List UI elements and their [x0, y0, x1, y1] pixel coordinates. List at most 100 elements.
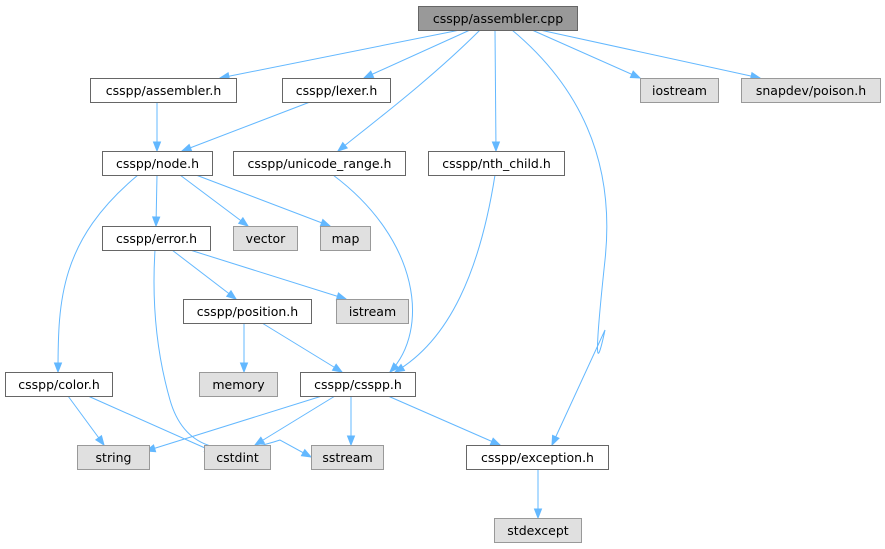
node-label: csspp/error.h [116, 231, 197, 246]
node-box [428, 151, 565, 176]
node-label: istream [349, 304, 396, 319]
node-sstream[interactable]: sstream [311, 445, 384, 470]
edge-position-h-to-csspp-h [261, 322, 343, 373]
edge-position-h-to-csspp-h-arrowhead [331, 363, 344, 373]
edge-error-h-to-position-h [171, 249, 237, 300]
node-box [77, 445, 150, 470]
node-error-h[interactable]: csspp/error.h [102, 226, 211, 251]
edge-lexer-h-to-node-h [181, 101, 311, 152]
node-label: csspp/assembler.h [106, 83, 222, 98]
node-box [741, 78, 881, 103]
node-label: snapdev/poison.h [756, 83, 866, 98]
edge-error-h-to-position-h-arrowhead [225, 289, 238, 300]
node-box [300, 372, 416, 397]
node-label: csspp/color.h [18, 377, 100, 392]
node-exception-h[interactable]: csspp/exception.h [466, 445, 609, 470]
edge-nth-child-h-to-csspp-h [394, 174, 496, 373]
edge-node-h-to-error-h-arrowhead [151, 216, 161, 228]
node-label: csspp/unicode_range.h [248, 156, 392, 171]
node-box [336, 299, 409, 324]
edge-assembler-cpp-to-nth-child-h [494, 29, 497, 152]
edge-assembler-cpp-to-exception-h [511, 29, 608, 446]
node-box [466, 445, 609, 470]
edge-exception-h-to-stdexcept-arrowhead [533, 508, 543, 520]
node-label: csspp/nth_child.h [442, 156, 551, 171]
node-label: iostream [652, 83, 707, 98]
node-nth-child-h[interactable]: csspp/nth_child.h [428, 151, 565, 176]
node-vector[interactable]: vector [233, 226, 298, 251]
edge-assembler-cpp-to-lexer-h-arrowhead [362, 70, 375, 79]
node-label: csspp/assembler.cpp [433, 11, 563, 26]
node-lexer-h[interactable]: csspp/lexer.h [282, 78, 391, 103]
edge-unicode-range-h-to-csspp-h-arrowhead [389, 362, 400, 373]
edge-csspp-h-to-exception-h-arrowhead [489, 437, 502, 446]
node-box [640, 78, 719, 103]
node-label: csspp/csspp.h [314, 377, 402, 392]
node-label: cstdint [216, 450, 259, 465]
edge-node-h-to-map [195, 174, 331, 227]
node-string[interactable]: string [77, 445, 150, 470]
node-node-h[interactable]: csspp/node.h [102, 151, 213, 176]
node-memory[interactable]: memory [199, 372, 278, 397]
node-stdexcept[interactable]: stdexcept [494, 518, 582, 543]
edge-assembler-cpp-to-iostream [531, 29, 641, 79]
node-label: csspp/exception.h [481, 450, 594, 465]
edge-unicode-range-h-to-csspp-h [332, 174, 413, 373]
node-poison-h[interactable]: snapdev/poison.h [741, 78, 881, 103]
edge-node-h-to-color-h-arrowhead [53, 362, 63, 374]
edge-nth-child-h-to-csspp-h-arrowhead [393, 363, 406, 373]
nodes-layer: csspp/assembler.cpp csspp/assembler.h cssp… [5, 6, 881, 543]
node-box [204, 445, 271, 470]
node-label: vector [246, 231, 287, 246]
edge-node-h-to-map-arrowhead [319, 218, 332, 227]
node-box [5, 372, 113, 397]
edge-assembler-cpp-to-poison-h [539, 29, 761, 79]
edge-assembler-cpp-to-unicode-range-h-arrowhead [336, 141, 349, 152]
edges-layer [53, 29, 762, 520]
edge-node-h-to-color-h [57, 174, 139, 373]
edge-lexer-h-to-node-h-arrowhead [180, 143, 193, 152]
node-label: csspp/position.h [197, 304, 298, 319]
node-assembler-cpp[interactable]: csspp/assembler.cpp [418, 6, 578, 31]
node-iostream[interactable]: iostream [640, 78, 719, 103]
node-label: csspp/lexer.h [296, 83, 378, 98]
node-box [183, 299, 312, 324]
edge-assembler-cpp-to-lexer-h [363, 29, 471, 79]
edge-error-h-to-istream-arrowhead [335, 292, 348, 301]
edge-csspp-h-to-string [145, 395, 323, 452]
node-color-h[interactable]: csspp/color.h [5, 372, 113, 397]
edge-error-h-to-sstream-arrowhead [300, 448, 313, 458]
node-box [102, 226, 211, 251]
node-label: memory [212, 377, 265, 392]
node-box [418, 6, 578, 31]
edge-node-h-to-vector-arrowhead [237, 216, 250, 227]
node-unicode-range-h[interactable]: csspp/unicode_range.h [233, 151, 406, 176]
node-csspp-h[interactable]: csspp/csspp.h [300, 372, 416, 397]
node-box [494, 518, 582, 543]
node-box [311, 445, 384, 470]
node-position-h[interactable]: csspp/position.h [183, 299, 312, 324]
node-box [199, 372, 278, 397]
edge-assembler-cpp-to-exception-h-arrowhead [551, 434, 560, 447]
node-map[interactable]: map [320, 226, 371, 251]
edge-color-h-to-cstdint [87, 395, 215, 453]
node-box [102, 151, 213, 176]
node-label: csspp/node.h [116, 156, 199, 171]
edge-csspp-h-to-sstream-arrowhead [346, 435, 356, 447]
node-box [233, 151, 406, 176]
edge-csspp-h-to-cstdint [254, 395, 336, 446]
node-assembler-h[interactable]: csspp/assembler.h [90, 78, 237, 103]
node-box [90, 78, 237, 103]
edge-assembler-cpp-to-unicode-range-h [337, 29, 481, 152]
node-label: stdexcept [507, 523, 568, 538]
node-box [233, 226, 298, 251]
node-istream[interactable]: istream [336, 299, 409, 324]
edge-assembler-h-to-node-h-arrowhead [152, 141, 162, 153]
node-cstdint[interactable]: cstdint [204, 445, 271, 470]
edge-node-h-to-vector [179, 174, 249, 227]
edge-csspp-h-to-cstdint-arrowhead [253, 436, 266, 446]
edge-assembler-cpp-to-nth-child-h-arrowhead [491, 141, 501, 153]
edge-error-h-to-istream [189, 249, 347, 300]
node-label: sstream [322, 450, 372, 465]
